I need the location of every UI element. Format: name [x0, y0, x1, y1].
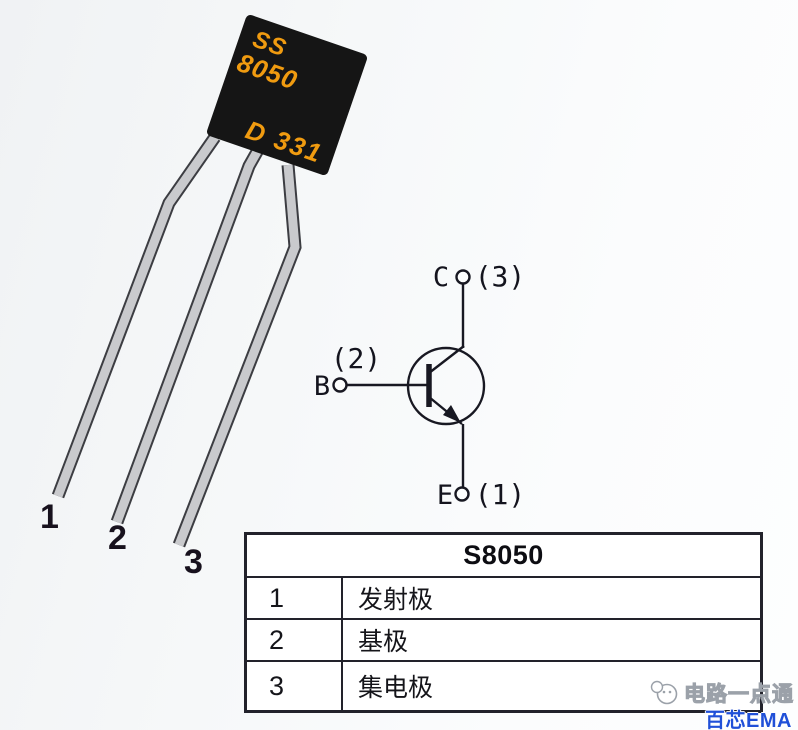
base-pin-number: (2)	[331, 342, 382, 375]
emitter-terminal-circle	[454, 486, 470, 502]
brand-logo-icon	[650, 680, 678, 705]
pin-number-cell: 1	[247, 578, 343, 618]
collector-letter: C	[433, 262, 449, 293]
collector-pin-number: (3)	[475, 260, 526, 293]
pin-label-1: 1	[40, 498, 59, 536]
package-face	[207, 15, 367, 175]
pin-name-cell: 集电极	[358, 674, 434, 702]
lead-2	[112, 147, 262, 524]
emitter-arrowhead	[443, 405, 461, 423]
watermark: 电路一点通 百芯EMA	[636, 678, 794, 730]
watermark-subbrand-text: 百芯EMA	[705, 710, 792, 730]
table-title: S8050	[247, 535, 760, 578]
photo-pin-numbers: 1 2 3	[40, 498, 203, 581]
watermark-brand-row: 电路一点通	[636, 678, 794, 708]
schematic-labels: C (3) B (2) E (1)	[314, 260, 525, 511]
base-terminal-circle	[332, 377, 348, 393]
transistor-body: SS 8050 D 331	[207, 15, 367, 175]
pin-name-cell: 基极	[358, 628, 409, 656]
watermark-brand-text: 电路一点通	[684, 683, 794, 707]
npn-transistor-symbol	[332, 269, 486, 502]
table-row: 2 基极	[247, 620, 760, 662]
base-letter: B	[314, 371, 330, 402]
emitter-letter: E	[437, 480, 453, 511]
lead-1	[53, 134, 219, 498]
pin-label-3: 3	[184, 543, 203, 581]
pin-number-cell: 2	[247, 620, 343, 660]
collector-terminal-circle	[455, 269, 471, 285]
lead-3	[174, 164, 300, 547]
pin-label-2: 2	[108, 519, 127, 557]
pin-name-cell: 发射极	[358, 586, 434, 614]
transistor-leads	[51, 133, 302, 548]
pin-number-cell: 3	[247, 662, 343, 710]
table-row: 1 发射极	[247, 578, 760, 620]
table-row: 3 集电极	[247, 662, 760, 710]
emitter-pin-number: (1)	[475, 478, 526, 511]
pinout-table: S8050 1 发射极 2 基极 3 集电极	[244, 532, 763, 713]
watermark-subbrand-row: 百芯EMA	[636, 704, 794, 730]
